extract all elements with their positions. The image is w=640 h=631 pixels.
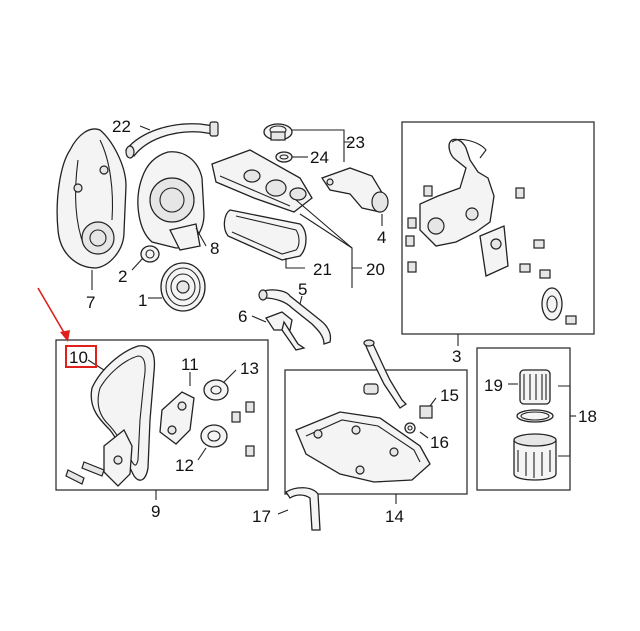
- tensioner-bracket-part: [159, 391, 195, 445]
- highlight-arrow: [37, 287, 67, 337]
- callout-12: 12: [175, 456, 194, 475]
- leader-20: [295, 199, 362, 288]
- leader-15: [429, 397, 437, 407]
- leader-2: [131, 257, 144, 271]
- callout-2: 2: [118, 267, 127, 286]
- callout-7: 7: [86, 293, 95, 312]
- oil-filter-cap-part: [513, 433, 557, 481]
- timing-belt-part: [90, 345, 156, 481]
- leader-12: [197, 447, 207, 461]
- callout-13: 13: [240, 359, 259, 378]
- leader-20b: [299, 213, 353, 249]
- leader-16: [419, 431, 429, 439]
- callout-20: 20: [366, 260, 385, 279]
- callout-24: 24: [310, 148, 329, 167]
- leader-8: [195, 227, 207, 247]
- leader-5: [299, 295, 303, 305]
- leader-23: [292, 129, 352, 162]
- breather-hose-part: [125, 121, 219, 159]
- belt-guide-plate-part: [103, 428, 133, 487]
- callout-19: 19: [484, 376, 503, 395]
- oil-pan-group-box: [284, 369, 468, 495]
- oil-pipe-bracket-part: [265, 311, 306, 351]
- callout-5: 5: [298, 280, 307, 299]
- callout-23: 23: [346, 133, 365, 152]
- inner-timing-cover-part: [137, 151, 205, 251]
- leader-18a: [558, 385, 571, 457]
- oil-filler-cap-part: [263, 123, 293, 141]
- callout-15: 15: [440, 386, 459, 405]
- oil-pump-sprocket-part: [541, 287, 563, 321]
- callout-10: 10: [69, 348, 88, 367]
- callout-11: 11: [181, 355, 199, 374]
- tensioner-pulley-part: [200, 424, 228, 448]
- leader-22: [139, 125, 151, 131]
- drain-washer-part: [404, 422, 416, 434]
- thermostat-housing-part: [320, 167, 389, 213]
- callout-18: 18: [578, 407, 597, 426]
- oil-pump-gasket-part: [479, 225, 509, 277]
- crankshaft-pulley-part: [160, 262, 206, 312]
- highlight-arrowhead: [60, 330, 70, 342]
- callout-6: 6: [238, 307, 247, 326]
- valve-cover-part: [211, 149, 313, 213]
- leader-13: [223, 369, 237, 383]
- idler-pulley-part: [203, 379, 229, 401]
- oil-cap-seal-part: [275, 151, 293, 163]
- oil-pump-part: [419, 138, 495, 247]
- callout-17: 17: [252, 507, 271, 526]
- callout-1: 1: [138, 291, 147, 310]
- timing-belt-group-box: [55, 339, 269, 491]
- oil-pump-group-box: [401, 121, 595, 335]
- oil-filter-oring-part: [516, 409, 554, 423]
- callout-14: 14: [385, 507, 404, 526]
- callout-21: 21: [313, 260, 332, 279]
- oil-filter-element-part: [519, 369, 551, 405]
- callout-9: 9: [151, 502, 160, 521]
- leader-6: [251, 315, 267, 323]
- oil-pan-part: [295, 411, 431, 483]
- callout-16: 16: [430, 433, 449, 452]
- oil-pipe-part: [258, 289, 332, 345]
- valve-cover-gasket-part: [223, 209, 307, 261]
- pan-seal-part: [285, 487, 321, 531]
- oil-pan-plug-part: [363, 383, 433, 419]
- oil-dipstick-tube-part: [363, 339, 408, 409]
- oil-pump-bolts-part: [405, 185, 577, 325]
- callout-3: 3: [452, 347, 461, 366]
- callout-4: 4: [377, 228, 386, 247]
- seal-part: [140, 245, 160, 263]
- callout-8: 8: [210, 239, 219, 258]
- timing-bolts-part: [65, 401, 255, 485]
- leader-17: [277, 509, 289, 515]
- timing-cover-part: [56, 128, 127, 269]
- leader-21: [285, 258, 305, 269]
- callout-22: 22: [112, 117, 131, 136]
- highlight-box: [65, 345, 97, 368]
